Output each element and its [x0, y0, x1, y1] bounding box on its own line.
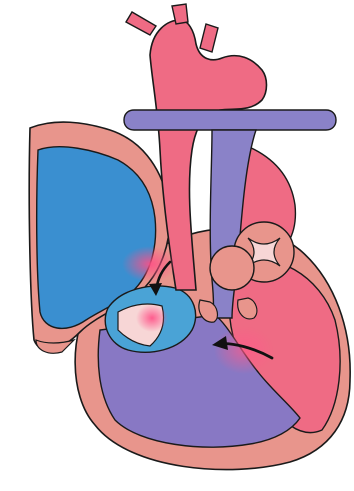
- aortic-branch-3: [200, 24, 218, 52]
- mixing-glow-ventricular: [214, 326, 274, 374]
- aortic-valve: [210, 246, 254, 290]
- aortic-branch-1: [126, 12, 156, 35]
- pulmonary-arteries: [124, 110, 336, 130]
- mixing-glow-tricuspid: [136, 304, 168, 332]
